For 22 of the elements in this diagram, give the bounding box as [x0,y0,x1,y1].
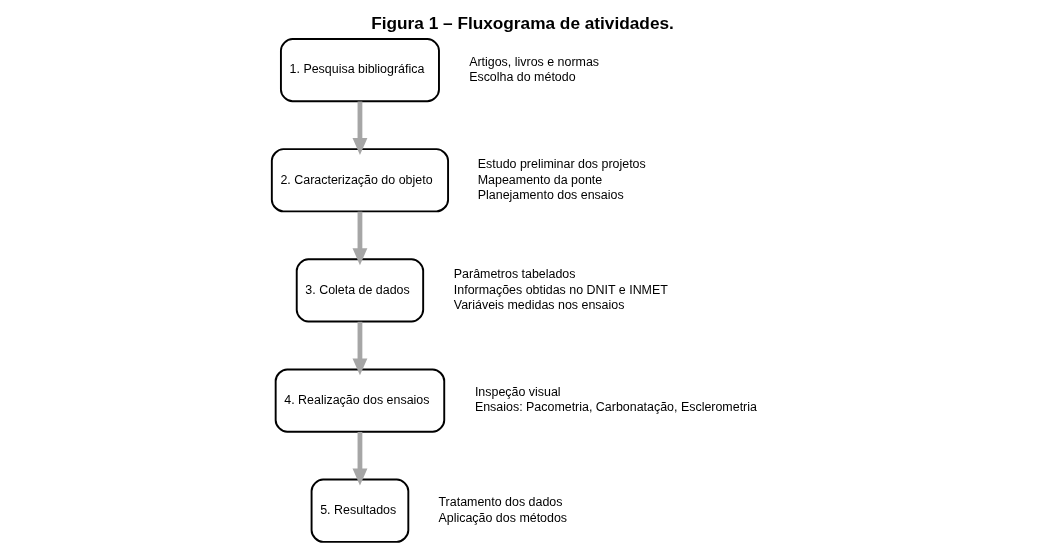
node-label: Tratamento dos dados [437,495,562,510]
node-label: Ensaios: Pacometria, Carbonatação, Esclerometria [474,400,757,415]
arrow [352,321,367,376]
node-label: Mapeamento da ponte [477,172,602,187]
arrow [352,211,367,266]
node-label: Escolha do método [468,70,576,85]
node-box: 4. Realização dos ensaios [274,368,445,433]
arrow [352,431,367,486]
node-label: Variáveis medidas nos ensaios [453,297,624,312]
node-box: 2. Caracterização do objeto [270,148,449,213]
arrow [352,101,367,156]
node-label: Aplicação dos métodos [437,510,567,525]
node-label: Artigos, livros e normas [468,54,599,69]
node-box: 5. Resultados [310,478,409,543]
node-label: Informações obtidas no DNIT e INMET [453,282,668,297]
node-box: 1. Pesquisa bibliográfica [279,38,440,103]
node-label: Planejamento dos ensaios [477,187,624,202]
diagram-title: Figura 1 – Fluxograma de atividades. [370,12,674,33]
node-box: 3. Coleta de dados [295,258,424,323]
node-label: Estudo preliminar dos projetos [477,157,646,172]
node-label: Inspeção visual [474,385,561,400]
node-label: Parâmetros tabelados [453,267,576,282]
